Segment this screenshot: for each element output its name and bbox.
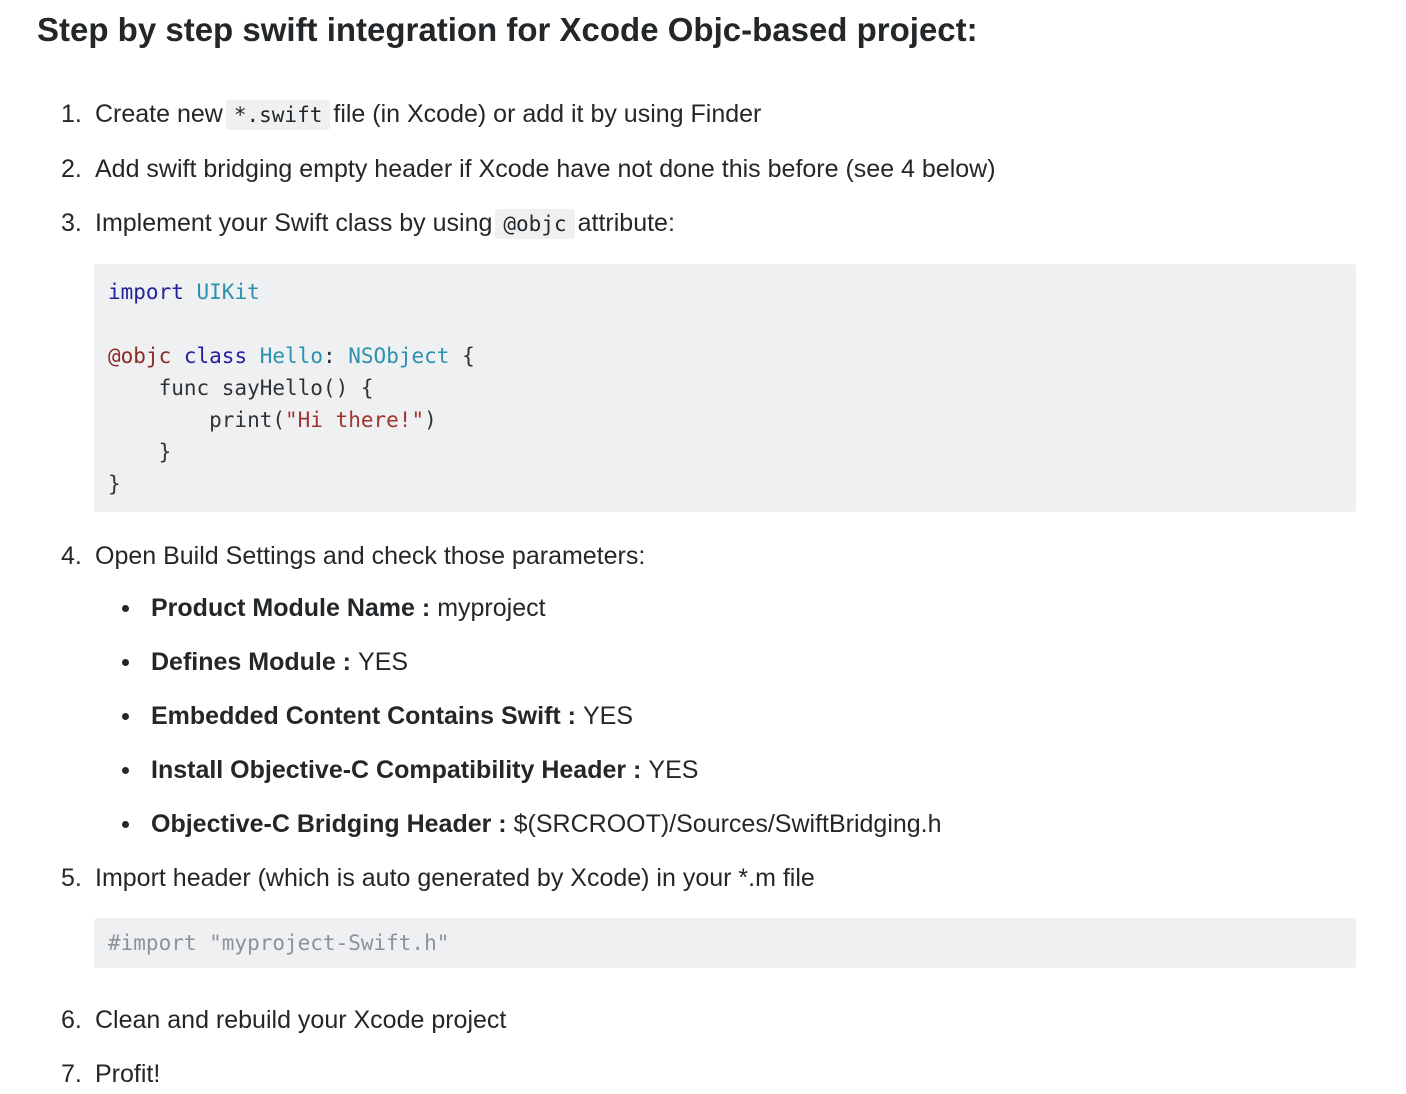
- step-text: Implement your Swift class by using: [95, 209, 493, 237]
- setting-value: YES: [583, 702, 634, 730]
- code-line: func sayHello() {: [108, 372, 1342, 404]
- setting-label: Defines Module :: [151, 648, 352, 676]
- setting-label: Objective-C Bridging Header :: [151, 810, 507, 838]
- code-line: }: [108, 436, 1342, 468]
- code-token: }: [108, 440, 172, 464]
- code-token: [247, 344, 260, 368]
- setting-value: $(SRCROOT)/Sources/SwiftBridging.h: [513, 810, 942, 838]
- list-item: Embedded Content Contains Swift :YES: [95, 702, 1356, 730]
- list-item: Defines Module :YES: [95, 648, 1356, 676]
- code-token: :: [322, 344, 349, 368]
- list-item-4: 4. Open Build Settings and check those pa…: [61, 542, 1356, 838]
- step-number: 3.: [61, 209, 82, 237]
- code-block-swift-class: import UIKit @objc class Hello: NSObject…: [94, 264, 1356, 512]
- step-text: Profit!: [95, 1060, 161, 1088]
- step-text: attribute:: [577, 209, 675, 237]
- list-item: Product Module Name :myproject: [95, 594, 1356, 622]
- inline-code: @objc: [495, 209, 575, 239]
- code-line: #import "myproject-Swift.h": [108, 930, 1342, 956]
- setting-value: myproject: [437, 594, 546, 622]
- code-token: class: [183, 344, 248, 368]
- setting-value: YES: [648, 756, 699, 784]
- list-item-3: 3. Implement your Swift class by using@ob…: [61, 209, 1356, 239]
- list-item-6: 6. Clean and rebuild your Xcode project: [61, 1006, 1356, 1034]
- code-token: import: [108, 280, 184, 304]
- setting-label: Embedded Content Contains Swift :: [151, 702, 576, 730]
- code-token: print(: [108, 408, 286, 432]
- code-token: @objc: [108, 344, 172, 368]
- step-number: 5.: [61, 864, 82, 892]
- setting-value: YES: [358, 648, 409, 676]
- step-text: Add swift bridging empty header if Xcode…: [95, 155, 996, 183]
- code-line: print("Hi there!"): [108, 404, 1342, 436]
- bullet-icon: [122, 821, 129, 828]
- code-token: "Hi there!": [285, 408, 425, 432]
- setting-label: Install Objective-C Compatibility Header…: [151, 756, 642, 784]
- list-item-2: 2. Add swift bridging empty header if Xco…: [61, 155, 1356, 183]
- step-number: 7.: [61, 1060, 82, 1088]
- code-token: #import "myproject-Swift.h": [108, 931, 450, 955]
- list-item-5: 5. Import header (which is auto generated…: [61, 864, 1356, 892]
- code-token: func sayHello() {: [108, 376, 374, 400]
- code-line: @objc class Hello: NSObject {: [108, 340, 1342, 372]
- code-token: }: [108, 472, 121, 496]
- code-token: Hello: [259, 344, 323, 368]
- code-block-objc-import: #import "myproject-Swift.h": [94, 918, 1356, 968]
- step-text: Create new: [95, 100, 223, 128]
- bullet-icon: [122, 767, 129, 774]
- step-text: file (in Xcode) or add it by using Finde…: [333, 100, 762, 128]
- code-line: }: [108, 468, 1342, 500]
- code-line: import UIKit: [108, 276, 1342, 308]
- bullet-icon: [122, 659, 129, 666]
- bullet-icon: [122, 605, 129, 612]
- page-title: Step by step swift integration for Xcode…: [37, 11, 978, 48]
- code-token: UIKit: [196, 280, 260, 304]
- step-text: Open Build Settings and check those para…: [95, 542, 646, 570]
- step-number: 1.: [61, 100, 82, 128]
- step-text: Import header (which is auto generated b…: [95, 864, 815, 892]
- step-number: 2.: [61, 155, 82, 183]
- inline-code: *.swift: [225, 100, 331, 130]
- code-token: [184, 280, 197, 304]
- code-token: [171, 344, 184, 368]
- list-item: Install Objective-C Compatibility Header…: [95, 756, 1356, 784]
- code-line: [108, 308, 1342, 340]
- code-token: NSObject: [348, 344, 450, 368]
- setting-label: Product Module Name :: [151, 594, 431, 622]
- step-text: Clean and rebuild your Xcode project: [95, 1006, 507, 1034]
- code-token: {: [449, 344, 475, 368]
- bullet-icon: [122, 713, 129, 720]
- bullet-list: Product Module Name :myproject Defines M…: [95, 594, 1356, 838]
- step-number: 4.: [61, 542, 82, 570]
- list-item-7: 7. Profit!: [61, 1060, 1356, 1088]
- list-item: Objective-C Bridging Header :$(SRCROOT)/…: [95, 810, 1356, 838]
- code-token: ): [424, 408, 437, 432]
- step-number: 6.: [61, 1006, 82, 1034]
